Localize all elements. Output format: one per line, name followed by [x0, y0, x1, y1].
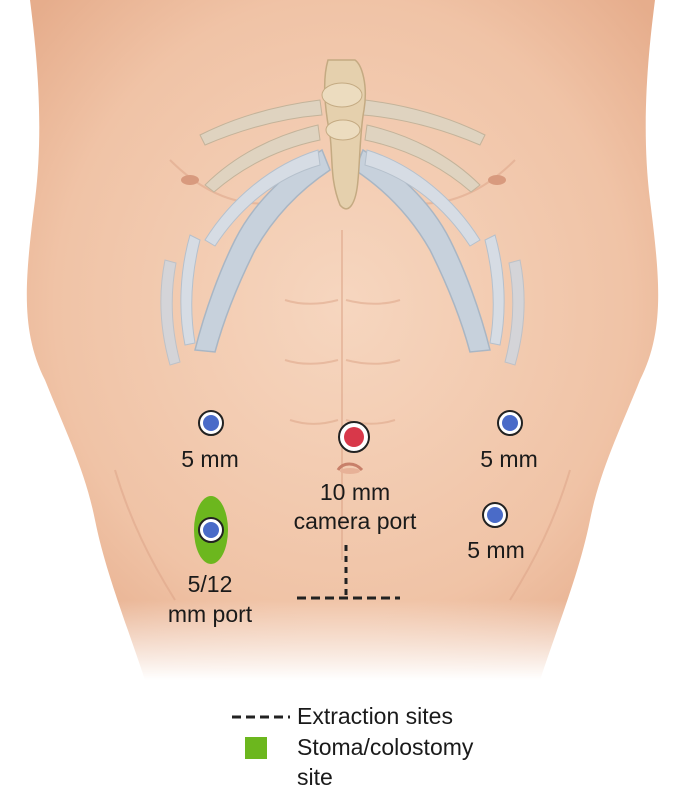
port-camera	[339, 422, 369, 452]
port-right-upper	[199, 411, 223, 435]
label-camera-port-line2: camera port	[270, 508, 440, 535]
label-left-lower-port: 5 mm	[451, 537, 541, 564]
legend-extraction-label: Extraction sites	[297, 703, 453, 730]
label-camera-port-line1: 10 mm	[290, 479, 420, 506]
legend-stoma-label-line1: Stoma/colostomy	[297, 734, 473, 761]
nipple-right	[181, 175, 199, 185]
label-left-upper-port: 5 mm	[464, 446, 554, 473]
port-stoma	[199, 518, 223, 542]
label-stoma-port-line1: 5/12	[160, 571, 260, 598]
legend-stoma-swatch	[245, 737, 267, 759]
torso-illustration	[0, 0, 685, 680]
label-stoma-port-line2: mm port	[150, 601, 270, 628]
label-right-upper-port: 5 mm	[165, 446, 255, 473]
port-left-lower	[483, 503, 507, 527]
legend-extraction-swatch	[232, 712, 292, 722]
port-left-upper	[498, 411, 522, 435]
nipple-left	[488, 175, 506, 185]
legend-stoma-label-line2: site	[297, 764, 333, 791]
